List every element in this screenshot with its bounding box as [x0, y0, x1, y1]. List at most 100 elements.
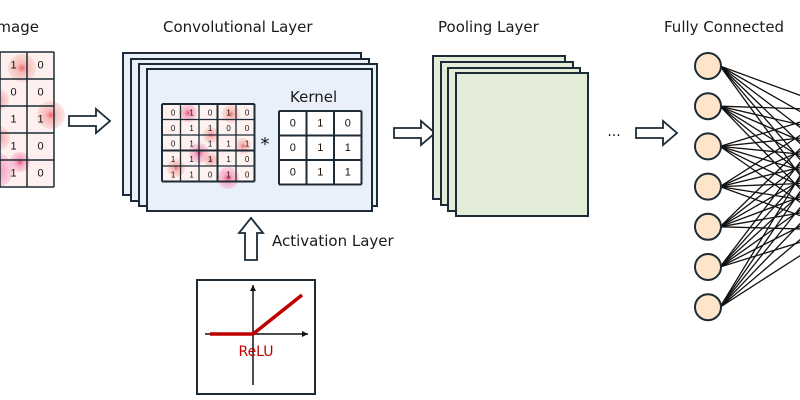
pooling-feature-map-front — [455, 72, 589, 217]
fc-connection — [719, 185, 800, 201]
kernel-cell-value: 0 — [290, 166, 296, 178]
highlight-blob — [10, 152, 30, 172]
fc-connection — [719, 238, 800, 308]
fc-connection — [719, 222, 800, 308]
fc-connection — [719, 209, 800, 268]
fc-connection — [719, 65, 800, 161]
highlight-blob — [8, 54, 36, 82]
kernel-cell-value: 1 — [345, 166, 351, 178]
fc-connection — [719, 164, 800, 228]
fc-nodes — [694, 52, 722, 322]
grid-cell-value: 1 — [189, 124, 194, 133]
fc-connection — [719, 65, 800, 145]
arrow-right-icon — [393, 119, 437, 147]
grid-cell-value: 0 — [171, 139, 176, 148]
grid-cell-value: 1 — [226, 170, 231, 179]
grid-cell-value: 1 — [171, 155, 176, 164]
kernel-cell-value: 1 — [345, 142, 351, 154]
fc-connection — [719, 134, 800, 188]
grid-cell-value: 1 — [208, 155, 213, 164]
fc-connection — [719, 226, 800, 230]
grid-cell-value: 0 — [245, 155, 250, 164]
grid-cell-value: 0 — [171, 108, 176, 117]
fc-connection — [719, 145, 800, 155]
fc-connection — [719, 254, 800, 308]
fc-connection — [719, 180, 800, 228]
fc-node — [694, 212, 722, 241]
grid-cell-value: 1 — [189, 108, 194, 117]
fc-connection — [719, 174, 800, 308]
arrow-up-icon — [237, 216, 265, 261]
grid-cell-value: 1 — [10, 114, 16, 126]
fc-connection — [719, 225, 800, 268]
input-image-title: Image — [0, 18, 39, 36]
highlight-blob — [167, 159, 185, 177]
highlight-blob — [222, 105, 240, 123]
kernel-cell-value: 1 — [317, 117, 323, 129]
conv-layer-title: Convolutional Layer — [163, 18, 313, 36]
grid-cell-value: 1 — [226, 108, 231, 117]
grid-cell-value: 0 — [245, 108, 250, 117]
highlight-blob — [37, 101, 65, 129]
grid-cell-value: 0 — [10, 87, 16, 99]
fc-connection — [719, 65, 800, 97]
convolution-operator: * — [261, 134, 270, 155]
fc-connection — [719, 105, 800, 174]
grid-cell-value: 0 — [37, 168, 43, 180]
fc-connection — [719, 145, 800, 187]
fc-connection — [719, 161, 800, 268]
grid-cell-value: 1 — [10, 141, 16, 153]
arrow-right-icon — [635, 119, 679, 147]
fc-connections — [719, 65, 800, 308]
grid-cell-value: 1 — [245, 139, 250, 148]
fc-connection — [719, 206, 800, 308]
activation-layer-label: Activation Layer — [272, 232, 395, 250]
relu-label: ReLU — [238, 344, 273, 360]
fc-connection — [719, 105, 800, 158]
grid-cell-value: 0 — [226, 124, 231, 133]
grid-cell-value: 0 — [37, 60, 43, 72]
kernel-cell-value: 0 — [290, 117, 296, 129]
grid-cell-value: 0 — [208, 170, 213, 179]
kernel-cell-value: 1 — [317, 142, 323, 154]
highlight-blob — [217, 167, 239, 189]
fc-node — [694, 132, 722, 161]
grid-cell-value: 1 — [189, 155, 194, 164]
fc-node — [694, 92, 722, 121]
grid-cell-value: 0 — [37, 141, 43, 153]
fc-connection — [719, 150, 800, 188]
fc-connection — [719, 105, 800, 142]
kernel-cell-value: 1 — [317, 166, 323, 178]
fc-connection — [719, 148, 800, 228]
grid-cell-value: 0 — [171, 124, 176, 133]
fc-connection — [719, 196, 800, 228]
fc-connection — [719, 145, 800, 171]
grid-cell-value: 1 — [208, 124, 213, 133]
fc-connection — [719, 182, 800, 188]
fc-connection — [719, 177, 800, 268]
fc-connection — [719, 137, 800, 148]
fc-connection — [719, 166, 800, 188]
fc-connection — [719, 65, 800, 129]
kernel-cell-value: 0 — [345, 117, 351, 129]
highlight-blob — [0, 126, 10, 150]
ellipsis: ... — [607, 124, 620, 140]
grid-cell-value: 1 — [189, 139, 194, 148]
grid-cell-value: 1 — [171, 170, 176, 179]
grid-cell-value: 0 — [37, 87, 43, 99]
relu-plot: ReLU — [196, 279, 316, 395]
grid-cell-value: 1 — [37, 114, 43, 126]
fc-connection — [719, 105, 800, 126]
fc-connection — [719, 121, 800, 148]
pooling-layer-stack — [432, 55, 589, 217]
kernel-title: Kernel — [290, 88, 337, 106]
grid-cell-value: 1 — [208, 139, 213, 148]
pooling-layer-title: Pooling Layer — [438, 18, 540, 36]
grid-cell-value: 0 — [245, 124, 250, 133]
grid-cell-value: 1 — [189, 170, 194, 179]
fc-connection — [719, 65, 800, 113]
grid-cell-value: 1 — [226, 139, 231, 148]
